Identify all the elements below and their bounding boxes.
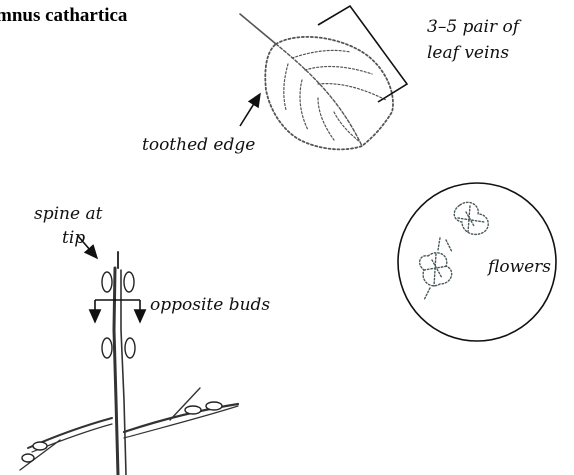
- leaf-vein: [300, 80, 308, 130]
- flower-clusters: [420, 202, 489, 300]
- opposite-buds-arrows: [95, 300, 140, 322]
- bud: [22, 454, 34, 462]
- twig-main-stem: [114, 268, 118, 475]
- toothed-edge-label: toothed edge: [142, 134, 255, 156]
- leaf-petiole: [240, 14, 276, 44]
- spine-label-line2: tip: [62, 227, 85, 249]
- bud: [125, 338, 135, 358]
- leaf-midrib: [276, 44, 362, 146]
- bud: [185, 406, 201, 414]
- leaf-vein: [305, 67, 372, 74]
- toothed-edge-arrow: [240, 94, 260, 126]
- leaf-vein: [292, 50, 350, 58]
- bud: [102, 338, 112, 358]
- leaf-vein: [334, 112, 360, 142]
- spine-label-line1: spine at: [34, 203, 102, 225]
- leaf-vein: [318, 98, 334, 140]
- veins-label-line1: 3–5 pair of: [427, 16, 519, 38]
- leaf-vein: [318, 84, 386, 100]
- bud: [102, 272, 112, 292]
- opposite-buds-label: opposite buds: [150, 294, 270, 316]
- bud: [33, 442, 47, 450]
- flowers-label: flowers: [488, 256, 551, 278]
- bud: [206, 402, 222, 410]
- leaf-vein: [284, 64, 288, 110]
- veins-bracket: [318, 6, 407, 102]
- species-title: mnus cathartica: [0, 5, 127, 27]
- veins-label-line2: leaf veins: [427, 42, 509, 64]
- bud: [124, 272, 134, 292]
